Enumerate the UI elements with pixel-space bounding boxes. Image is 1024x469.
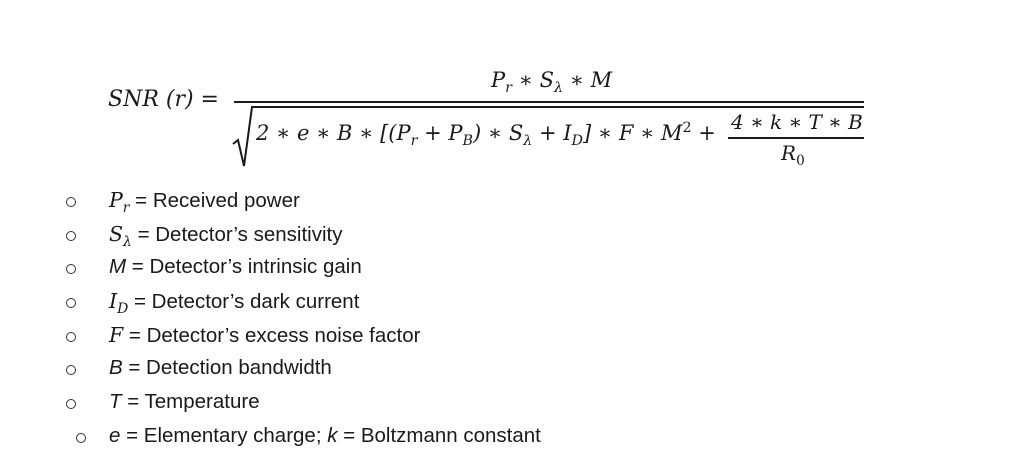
symbol: P — [109, 188, 123, 212]
circle-bullet-icon — [66, 331, 76, 342]
list-item: T = Temperature — [0, 390, 1024, 424]
symbol-p: P — [491, 68, 506, 92]
denominator-text: ] ∗ F ∗ M — [583, 121, 683, 145]
description: = Detector’s dark current — [128, 290, 360, 314]
description: = Elementary charge; — [120, 423, 328, 447]
symbol-r: R — [781, 141, 797, 165]
circle-bullet-icon — [66, 399, 76, 410]
list-item: F = Detector’s excess noise factor — [0, 323, 1024, 357]
symbol: I — [109, 289, 118, 314]
inner-fraction-bar — [728, 137, 864, 139]
subscript: B — [462, 132, 474, 149]
operator: ∗ — [563, 68, 591, 92]
description: = Detector’s excess noise factor — [123, 323, 421, 347]
circle-bullet-icon — [66, 230, 76, 241]
list-item: ID = Detector’s dark current — [0, 289, 1024, 323]
description: = Detector’s intrinsic gain — [126, 255, 362, 279]
definition-text: T = Temperature — [109, 390, 260, 414]
subscript: r — [122, 199, 130, 216]
definition-text: e = Elementary charge; k = Boltzmann con… — [109, 424, 541, 448]
operator: + — [417, 121, 449, 145]
symbol-s: S — [508, 121, 524, 145]
symbol: e — [109, 423, 121, 447]
subscript: D — [117, 300, 129, 317]
sqrt-icon — [232, 106, 253, 167]
definition-text: Sλ = Detector’s sensitivity — [109, 221, 343, 250]
symbol: F — [109, 322, 124, 347]
list-item: e = Elementary charge; k = Boltzmann con… — [0, 424, 1024, 458]
subscript: D — [571, 132, 583, 149]
description: = Temperature — [121, 390, 260, 414]
list-item: M = Detector’s intrinsic gain — [0, 255, 1024, 289]
denominator-text: 2 ∗ e ∗ B ∗ [( — [256, 121, 397, 145]
symbol-i: I — [563, 121, 572, 145]
symbol-p: P — [396, 121, 411, 145]
operator: + — [691, 121, 716, 145]
symbol: B — [109, 356, 123, 380]
description: = Detector’s sensitivity — [131, 222, 343, 246]
subscript: λ — [123, 233, 132, 250]
definition-text: B = Detection bandwidth — [109, 356, 332, 380]
superscript: 2 — [682, 120, 692, 137]
subscript: 0 — [796, 152, 805, 169]
circle-bullet-icon — [66, 365, 76, 376]
subscript: r — [505, 79, 512, 96]
inner-fraction-denominator: R0 — [781, 141, 805, 168]
operator: + — [532, 121, 564, 145]
denominator-text: ) ∗ — [473, 121, 509, 145]
inner-fraction-numerator: 4 ∗ k ∗ T ∗ B — [731, 110, 863, 134]
list-item: Sλ = Detector’s sensitivity — [0, 222, 1024, 256]
definition-text: M = Detector’s intrinsic gain — [109, 255, 362, 279]
fraction-bar — [234, 101, 864, 103]
sqrt-vinculum — [251, 106, 864, 108]
circle-bullet-icon — [66, 197, 76, 207]
symbol: S — [109, 221, 124, 246]
symbol: M — [109, 255, 127, 279]
definition-text: F = Detector’s excess noise factor — [109, 323, 420, 348]
definition-text: Pr = Received power — [109, 188, 300, 216]
description: = Received power — [129, 189, 300, 212]
circle-bullet-icon — [76, 432, 86, 443]
definition-text: ID = Detector’s dark current — [109, 289, 360, 317]
subscript: λ — [523, 132, 533, 149]
symbol-s: S — [539, 68, 554, 92]
subscript: λ — [553, 79, 564, 96]
description: = Detection bandwidth — [122, 356, 332, 380]
symbol-m: M — [590, 68, 613, 92]
variable-definitions-list: Pr = Received power Sλ = Detector’s sens… — [0, 188, 1024, 458]
list-item: B = Detection bandwidth — [0, 356, 1024, 390]
formula-lhs: SNR (r) = — [108, 87, 219, 112]
circle-bullet-icon — [66, 264, 76, 275]
formula-denominator: 2 ∗ e ∗ B ∗ [(Pr + PB) ∗ Sλ + ID] ∗ F ∗ … — [256, 120, 716, 148]
symbol: k — [327, 423, 338, 447]
circle-bullet-icon — [66, 298, 76, 309]
formula-numerator: Pr ∗ Sλ ∗ M — [491, 68, 613, 95]
operator: ∗ — [511, 68, 540, 92]
subscript: r — [410, 132, 418, 149]
description: = Boltzmann constant — [337, 423, 541, 447]
symbol-pb: P — [448, 121, 463, 145]
symbol: T — [109, 390, 122, 414]
list-item: Pr = Received power — [0, 188, 1024, 222]
